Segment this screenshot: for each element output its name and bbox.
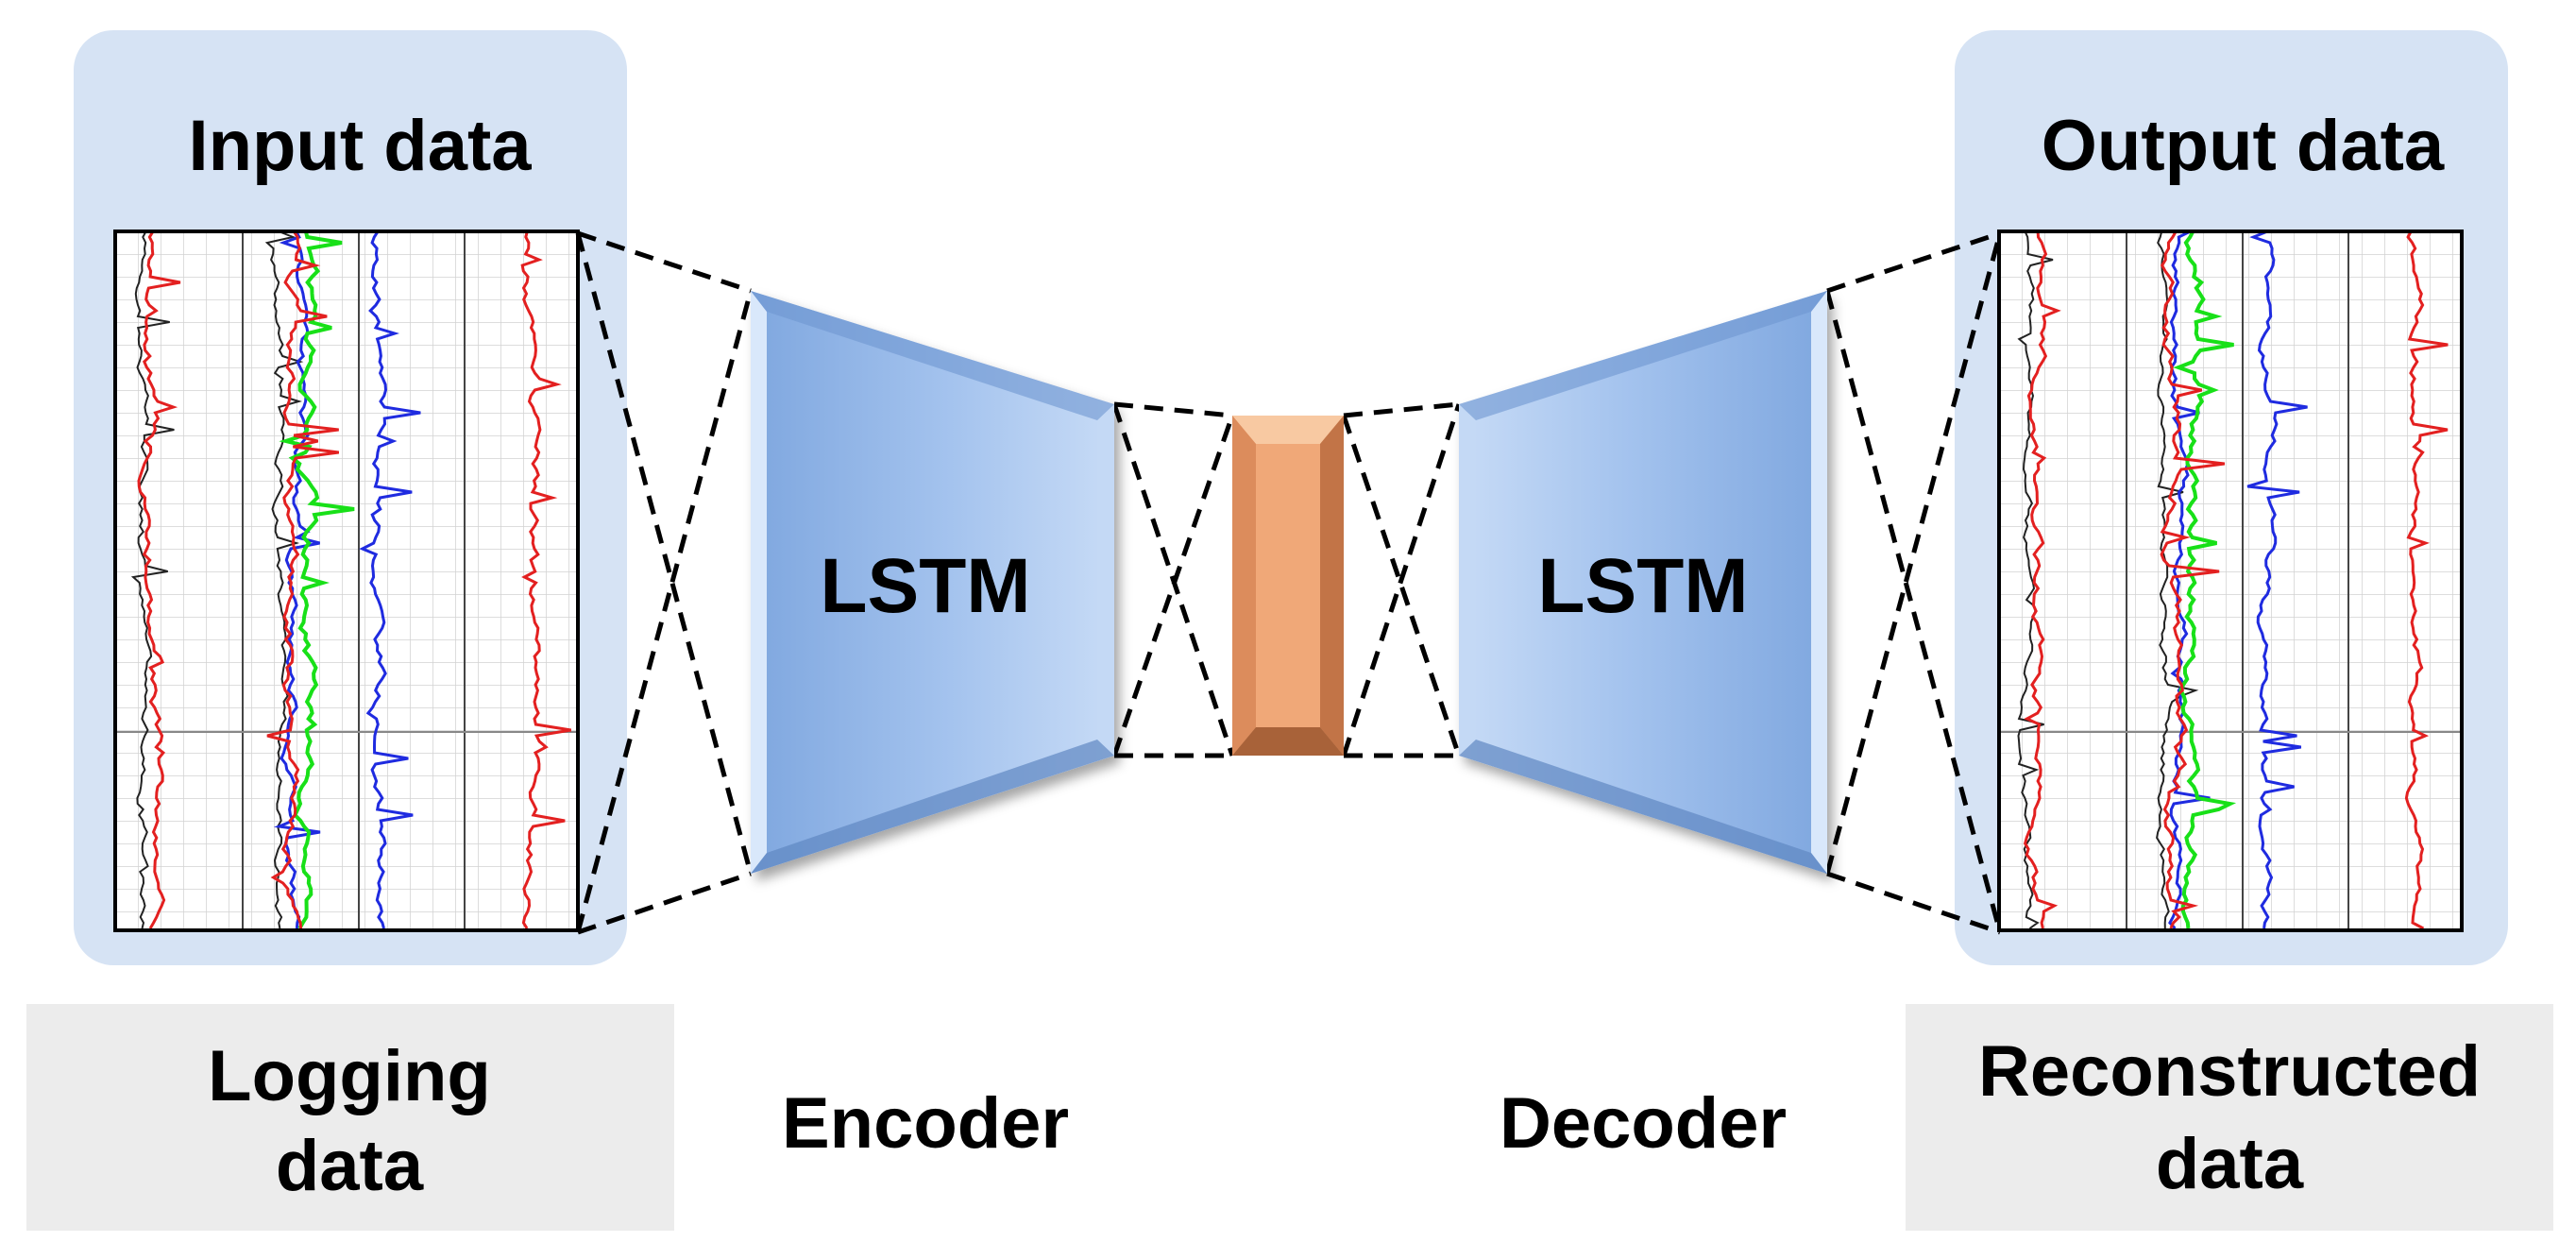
- encoder-lstm-label: LSTM: [820, 543, 1030, 629]
- output-log-chart: [1997, 230, 2464, 932]
- output-log-curve: [2173, 230, 2237, 929]
- input-log-chart: [113, 230, 580, 932]
- output-log-curve: [2168, 230, 2211, 930]
- reconstructed-data-caption: Reconstructed data: [1906, 1004, 2553, 1231]
- logging-data-caption-line-1: Logging: [208, 1036, 491, 1116]
- logging-data-caption: Logging data: [26, 1004, 674, 1231]
- output-log-curve: [2023, 230, 2061, 929]
- input-log-frame: [113, 230, 580, 932]
- output-log-curve: [2246, 230, 2308, 929]
- input-panel: Input data: [74, 30, 627, 965]
- reconstructed-data-caption-line-1: Reconstructed: [1978, 1031, 2481, 1112]
- output-panel: Output data: [1955, 30, 2508, 965]
- input-log-curve: [130, 230, 175, 929]
- input-log-curve: [264, 230, 304, 929]
- output-log-curve: [2156, 230, 2199, 929]
- output-panel-title: Output data: [2042, 106, 2445, 186]
- input-panel-title: Input data: [188, 106, 532, 186]
- reconstructed-data-caption-line-2: data: [2156, 1124, 2304, 1204]
- encoder-caption: Encoder: [782, 1083, 1069, 1164]
- output-log-curve: [2017, 230, 2054, 929]
- input-log-curve: [266, 230, 339, 929]
- input-log-curve: [359, 230, 421, 929]
- decoder-lstm-label: LSTM: [1537, 543, 1748, 629]
- input-log-curve: [520, 230, 571, 929]
- input-log-curve: [137, 230, 181, 929]
- decoder-caption: Decoder: [1500, 1083, 1787, 1164]
- bottleneck-block: [1232, 416, 1344, 756]
- output-log-curve: [2160, 230, 2226, 929]
- logging-data-caption-line-2: data: [276, 1126, 424, 1206]
- connector-lines: [575, 230, 2003, 935]
- decoder-lstm-block: [1459, 291, 1827, 874]
- output-log-curve: [2404, 230, 2449, 930]
- input-log-grid: [115, 231, 578, 930]
- output-log-frame: [1997, 230, 2464, 932]
- encoder-lstm-block: [751, 291, 1114, 874]
- output-log-grid: [1999, 231, 2462, 930]
